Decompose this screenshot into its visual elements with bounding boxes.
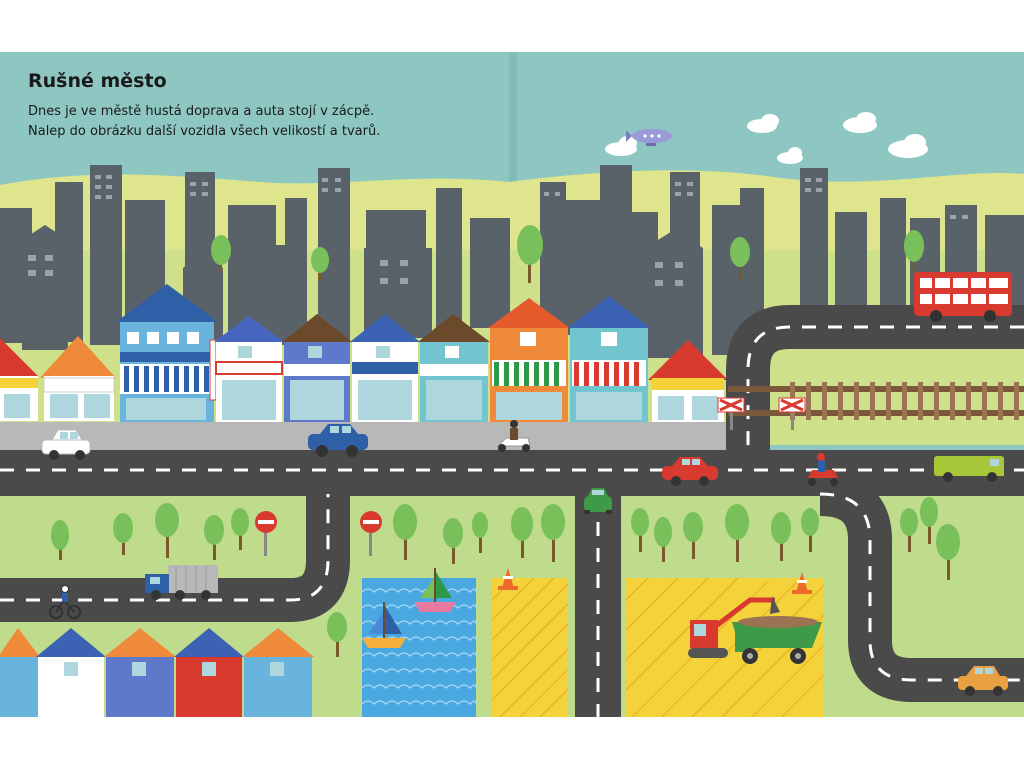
cloud-icon [605, 136, 637, 156]
tree-icon [730, 237, 750, 280]
tree-icon [654, 517, 672, 562]
railway-track [728, 382, 1024, 420]
tree-icon [725, 504, 749, 562]
tree-icon [771, 512, 791, 561]
description-line: Dnes je ve městě hustá doprava a auta st… [28, 104, 375, 119]
red-car-icon [662, 457, 718, 486]
page-title: Rušné město [28, 70, 167, 92]
orange-car-icon [958, 666, 1008, 696]
tree-icon [327, 612, 347, 657]
tree-icon [517, 225, 543, 283]
tree-icon [511, 507, 533, 558]
tree-icon [311, 247, 329, 280]
sailboat-icon [414, 568, 456, 612]
tree-icon [683, 512, 703, 559]
background-trees [211, 225, 924, 283]
lower-roads [0, 472, 1024, 717]
clouds [605, 112, 928, 164]
skyline-windows [28, 175, 968, 286]
city-scene [0, 52, 1024, 717]
tree-icon [393, 504, 417, 560]
cloud-icon [777, 147, 803, 164]
no-entry-sign-icon [360, 511, 382, 556]
page-description: Dnes je ve městě hustá doprava a auta st… [28, 102, 508, 142]
foreground-trees [51, 497, 960, 657]
white-car-icon [41, 429, 91, 460]
double-decker-bus-icon [914, 272, 1012, 322]
cloud-icon [843, 112, 877, 133]
tree-icon [472, 512, 488, 553]
railway-crossing-sign-icon [778, 397, 806, 430]
airship-icon [626, 129, 672, 146]
sidewalk [0, 422, 740, 450]
dump-truck-icon [732, 616, 822, 664]
tree-icon [920, 497, 938, 544]
green-car-front-icon [584, 488, 612, 514]
tree-icon [113, 513, 133, 555]
tree-icon [155, 503, 179, 558]
scooter-rider-icon [496, 420, 531, 452]
traffic-cone-icon [498, 568, 518, 590]
tree-icon [900, 508, 918, 552]
excavator-icon [688, 596, 780, 658]
cloud-icon [747, 114, 779, 133]
cloud-icon [888, 134, 928, 158]
tree-icon [443, 518, 463, 564]
tree-icon [936, 524, 960, 580]
tree-icon [801, 508, 819, 552]
tree-icon [204, 515, 224, 560]
houses-row [0, 628, 314, 717]
green-van-icon [934, 456, 1004, 482]
book-spread: Rušné město Dnes je ve městě hustá dopra… [0, 52, 1024, 717]
cyclist-icon [49, 585, 81, 619]
no-entry-sign-icon [255, 511, 277, 556]
truck-icon [145, 565, 218, 600]
traffic-cone-icon [792, 572, 812, 594]
tree-icon [51, 520, 69, 560]
tree-icon [904, 230, 924, 275]
motorbike-rider-icon [808, 453, 838, 486]
shop-row [0, 284, 728, 422]
railway-crossing-sign-icon [717, 397, 745, 430]
tree-icon [631, 508, 649, 552]
tree-icon [541, 504, 565, 562]
construction-site [625, 577, 825, 717]
yellow-lot [491, 577, 569, 717]
description-line: Nalep do obrázku další vozidla všech vel… [28, 124, 381, 139]
sailboat-icon [362, 602, 406, 648]
tree-icon [211, 235, 231, 272]
blue-car-icon [308, 424, 368, 457]
tree-icon [231, 508, 249, 550]
